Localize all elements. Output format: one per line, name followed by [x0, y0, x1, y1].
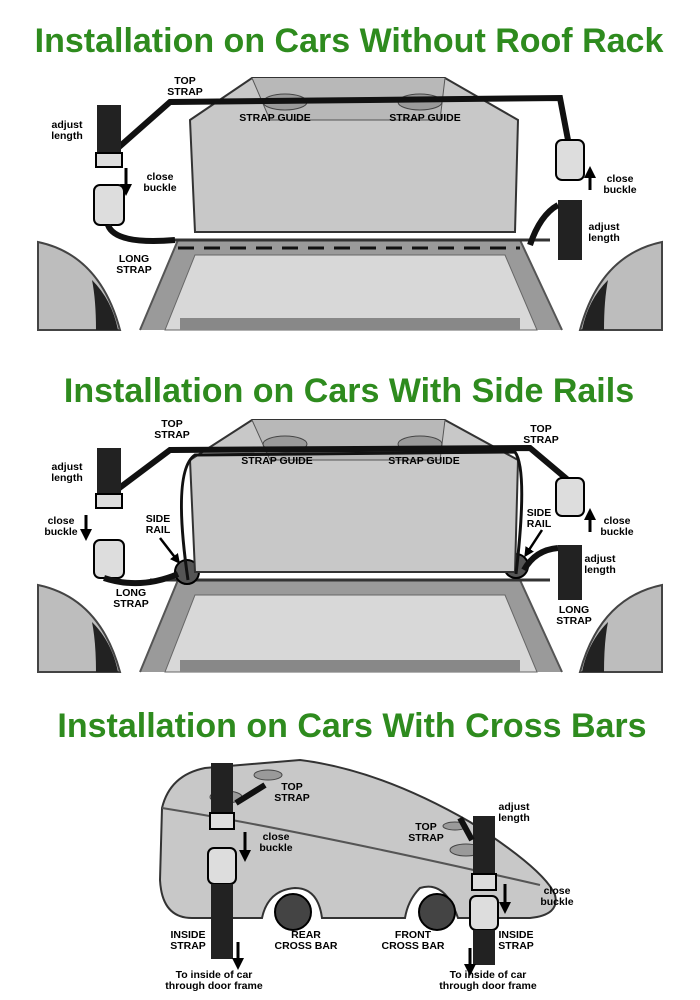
strap-webbing	[473, 816, 495, 874]
label-strap-guide-left: STRAP GUIDE	[239, 112, 311, 124]
section-cross-bars: Installation on Cars With Cross Bars	[57, 707, 646, 992]
strap-webbing	[558, 545, 582, 600]
section-title: Installation on Cars With Cross Bars	[57, 707, 646, 745]
strap-assembly	[80, 444, 596, 600]
car-roof-illustration	[37, 238, 663, 331]
buckle-icon	[555, 477, 585, 517]
front-cross-bar-icon	[418, 893, 456, 931]
cargo-bag	[188, 419, 520, 573]
arrow-icon	[524, 529, 544, 558]
label-strap-guide-left: STRAP GUIDE	[241, 455, 313, 467]
strap-webbing	[97, 105, 121, 153]
car-roof-illustration	[37, 553, 663, 673]
strap-webbing	[558, 200, 582, 260]
rear-cross-bar-icon	[274, 893, 312, 931]
buckle-icon	[93, 539, 125, 579]
strap-assembly	[93, 94, 596, 260]
buckle-icon	[555, 139, 585, 181]
strap-webbing	[97, 448, 121, 494]
arrow-icon	[159, 537, 181, 564]
buckle-icon	[471, 873, 497, 891]
buckle-icon	[469, 895, 499, 931]
section-side-rails: Installation on Cars With Side Rails	[37, 372, 663, 673]
label-strap-guide-right: STRAP GUIDE	[388, 455, 460, 467]
section-title: Installation on Cars Without Roof Rack	[35, 22, 664, 60]
section-no-roof-rack: Installation on Cars Without Roof Rack	[35, 22, 664, 331]
buckle-icon	[209, 812, 235, 830]
strap-webbing	[211, 763, 233, 813]
buckle-icon	[93, 184, 125, 226]
buckle-icon	[95, 152, 123, 168]
buckle-icon	[207, 847, 237, 885]
section-title: Installation on Cars With Side Rails	[64, 372, 634, 410]
buckle-icon	[95, 493, 123, 509]
strap-webbing	[473, 930, 495, 965]
strap-assembly	[207, 763, 511, 976]
label-strap-guide-right: STRAP GUIDE	[389, 112, 461, 124]
strap-webbing	[211, 884, 233, 959]
